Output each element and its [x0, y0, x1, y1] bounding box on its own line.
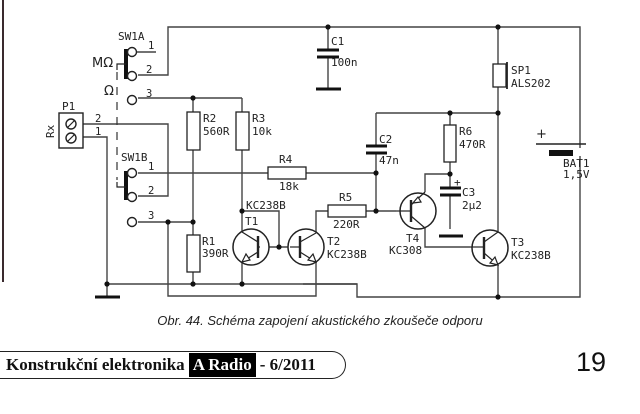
transistor-t2: T2 KC238B: [287, 228, 367, 266]
sp1-type: ALS202: [511, 77, 551, 90]
resistor-r6: R6 470R: [443, 124, 486, 163]
sw1b-pos2: 2: [148, 185, 154, 197]
r6-ref: R6: [459, 125, 472, 138]
r4-value: 18k: [279, 180, 299, 193]
junctions: [104, 24, 501, 300]
connector-p1: P1 Rx 2 1: [44, 100, 101, 149]
bat1-ref: BAT1: [563, 157, 590, 170]
resistor-r3: R3 10k: [235, 111, 272, 151]
range-high-label: MΩ: [92, 56, 113, 71]
c3-plus: +: [454, 176, 461, 189]
c1-ref: C1: [331, 35, 344, 48]
sp1-ref: SP1: [511, 64, 531, 77]
transistor-t4: T4 KC308: [389, 191, 437, 257]
r4-ref: R4: [279, 153, 293, 166]
r2-ref: R2: [203, 112, 216, 125]
sw1b-ref: SW1B: [121, 151, 148, 164]
circuit-schematic: P1 Rx 2 1 SW1A MΩ Ω 1 2 3 SW1B 1 2 3 R2 …: [44, 24, 590, 300]
figure-caption: Obr. 44. Schéma zapojení akustického zko…: [157, 313, 483, 328]
r1-value: 390R: [202, 247, 229, 260]
footer-banner: Konstrukční elektronika A Radio - 6/2011: [0, 351, 346, 379]
page-edge-line: [2, 0, 4, 282]
switch-sw1a: SW1A MΩ Ω 1 2 3: [92, 30, 156, 106]
speaker-sp1: SP1 ALS202: [492, 62, 551, 90]
c2-value: 47n: [379, 154, 399, 167]
switch-sw1b: SW1B 1 2 3: [116, 151, 154, 228]
p1-pin2-label: 2: [95, 113, 101, 125]
p1-pin1-label: 1: [95, 126, 101, 138]
p1-ref: P1: [62, 100, 75, 113]
t3-ref: T3: [511, 236, 524, 249]
sw1b-pos1: 1: [148, 161, 154, 173]
transistor-t3: T3 KC238B: [470, 229, 551, 267]
sw1b-pos3: 3: [148, 210, 154, 222]
resistor-r4: R4 18k: [267, 153, 307, 193]
c1-value: 100n: [331, 56, 358, 69]
rx-label: Rx: [44, 124, 57, 138]
r1-ref: R1: [202, 235, 215, 248]
r5-ref: R5: [339, 191, 352, 204]
r5-value: 220R: [333, 218, 360, 231]
r2-value: 560R: [203, 125, 230, 138]
resistor-r5: R5 220R: [327, 191, 367, 231]
issue-label: - 6/2011: [259, 355, 316, 374]
sw1a-pos2: 2: [146, 64, 152, 76]
sw1a-pos1: 1: [148, 40, 154, 52]
resistor-r1: R1 390R: [186, 234, 229, 273]
sw1a-ref: SW1A: [118, 30, 145, 43]
transistor-t1: KC238B T1: [232, 199, 286, 266]
t2-ref: T2: [327, 235, 340, 248]
bat1-plus: +: [536, 127, 547, 142]
t2-type: KC238B: [327, 248, 367, 261]
c3-ref: C3: [462, 186, 475, 199]
capacitor-c2: C2 47n: [366, 133, 399, 167]
magazine-name: Konstrukční elektronika: [6, 355, 185, 374]
range-low-label: Ω: [104, 84, 114, 99]
capacitor-c3: + C3 2µ2: [439, 176, 482, 238]
sw1a-pos3: 3: [146, 88, 152, 100]
c3-value: 2µ2: [462, 199, 482, 212]
brand-label: A Radio: [188, 353, 256, 377]
page-number: 19: [575, 347, 606, 377]
t1-type: KC238B: [246, 199, 286, 212]
bat1-value: 1,5V: [563, 168, 590, 181]
r3-value: 10k: [252, 125, 272, 138]
t3-type: KC238B: [511, 249, 551, 262]
c2-ref: C2: [379, 133, 392, 146]
r6-value: 470R: [459, 138, 486, 151]
t1-ref: T1: [245, 215, 258, 228]
resistor-r2: R2 560R: [186, 111, 230, 151]
t4-type: KC308: [389, 244, 422, 257]
r3-ref: R3: [252, 112, 265, 125]
battery-bat1: + BAT1 1,5V: [536, 127, 590, 181]
capacitor-c1: C1 100n: [316, 35, 358, 91]
t4-ref: T4: [406, 232, 420, 245]
